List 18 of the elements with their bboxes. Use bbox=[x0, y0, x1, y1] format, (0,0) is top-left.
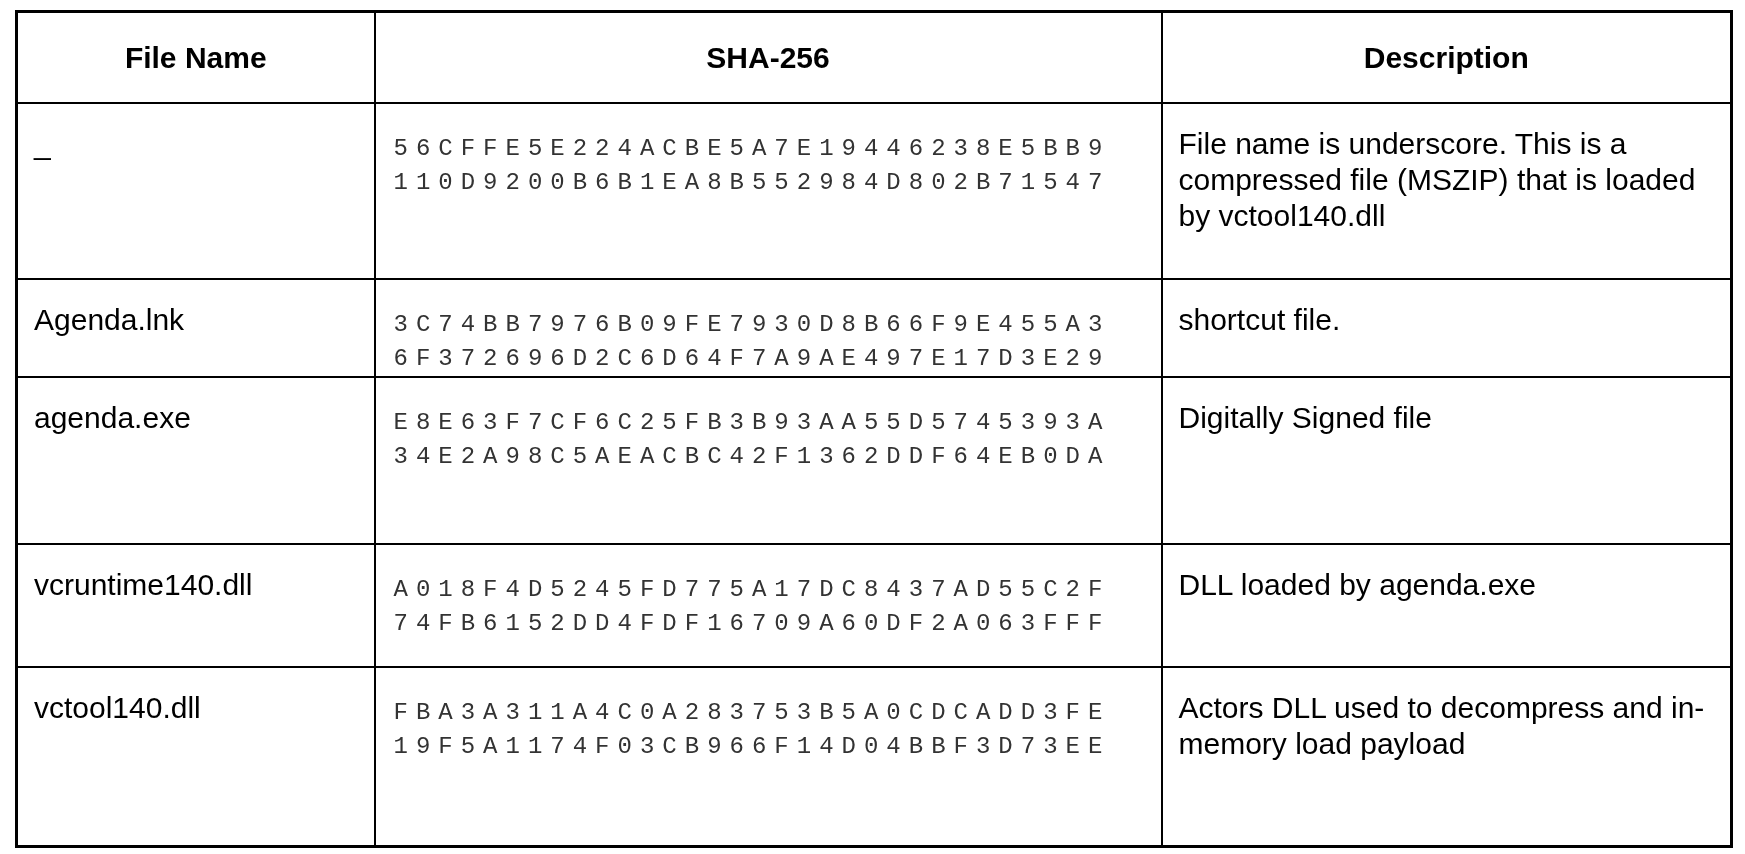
hash-cell-text: FBA3A311A4C0A283753B5A0CDCADD3FE19F5A1174F03CB966F14D04BBF3D73EE bbox=[393, 697, 1112, 762]
file-name-cell: vctool140.dll bbox=[34, 690, 201, 724]
description-cell: Digitally Signed file bbox=[1178, 400, 1432, 434]
description-cell: DLL loaded by agenda.exe bbox=[1178, 567, 1536, 601]
header-cell: File Name bbox=[124, 40, 267, 74]
file-name-cell: vcruntime140.dll bbox=[34, 567, 253, 601]
description-cell: shortcut file. bbox=[1178, 302, 1341, 336]
header-cell: Description bbox=[1363, 40, 1529, 74]
file-name-cell: agenda.exe bbox=[34, 400, 191, 434]
description-cell: File name is underscore. This is a compressed file (MSZIP) that is loaded by vctool140.dll bbox=[1178, 126, 1696, 232]
hash-cell-text: A018F4D5245FD775A17DC8437AD55C2F74FB6152DD4FDF16709A60DF2A063FFF bbox=[393, 574, 1112, 639]
description-cell: Actors DLL used to decompress and in-memory load payload bbox=[1178, 690, 1705, 760]
file-name-cell: Agenda.lnk bbox=[34, 302, 185, 336]
header-cell: SHA-256 bbox=[706, 40, 830, 74]
hash-cell-text: 56CFFE5E224ACBE5A7E19446238E5BB9110D9200B6B1EA8B552984D802B71547 bbox=[393, 133, 1112, 198]
hash-cell-text: 3C74BB7976B09FE7930D8B66F9E455A36F372696D2C6D64F7A9AE497E17D3E29 bbox=[393, 309, 1112, 374]
file-name-cell: _ bbox=[34, 126, 51, 160]
hash-cell-text: E8E63F7CF6C25FB3B93AA55D5745393A34E2A98C5AEACBC42F1362DDF64EB0DA bbox=[393, 407, 1112, 472]
